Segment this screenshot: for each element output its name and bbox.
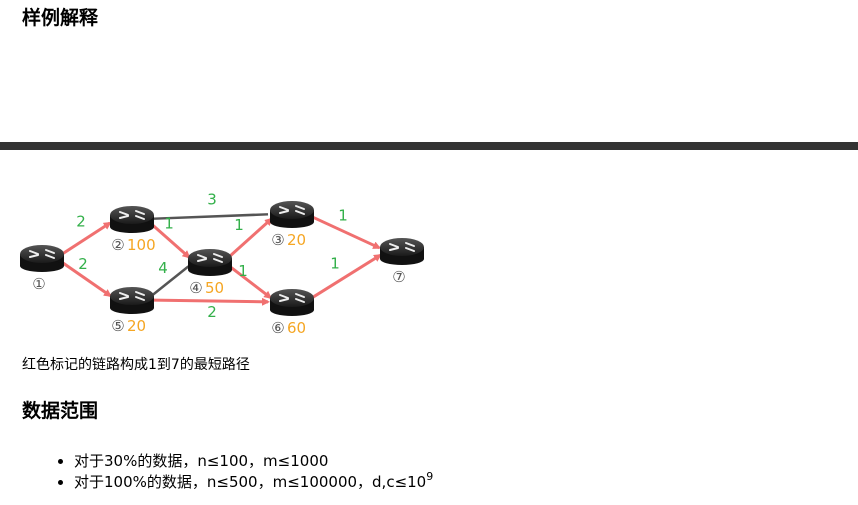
node-id-label: ②	[111, 236, 124, 254]
edge-cost-label: 2	[76, 213, 86, 231]
data-range-text: 对于30%的数据，n≤100，m≤1000	[74, 452, 329, 470]
edge-4-3	[227, 217, 273, 259]
router-icon	[110, 287, 154, 314]
edge-4-6	[228, 265, 273, 299]
node-id-label: ⑥	[271, 319, 284, 337]
data-range-list: 对于30%的数据，n≤100，m≤1000 对于100%的数据，n≤500，m≤…	[52, 451, 433, 493]
edge-1-5	[61, 260, 112, 298]
node-id-label: ④	[189, 279, 202, 297]
edge-2-4	[150, 222, 191, 259]
node-weight-label: 20	[127, 317, 146, 335]
node-id-label: ⑤	[111, 317, 124, 335]
edge-cost-label: 2	[207, 303, 217, 321]
edge-6-7	[311, 253, 382, 300]
section-divider	[0, 142, 858, 150]
node-id-label: ③	[271, 231, 284, 249]
node-weight-label: 50	[205, 279, 224, 297]
router-icon	[110, 206, 154, 233]
router-icon	[380, 238, 424, 265]
data-range-item: 对于30%的数据，n≤100，m≤1000	[74, 451, 433, 472]
edge-cost-label: 1	[238, 262, 248, 280]
edge-cost-label: 4	[158, 259, 168, 277]
edge-cost-label: 2	[78, 255, 88, 273]
router-icon	[20, 245, 64, 272]
edge-cost-label: 1	[338, 207, 348, 225]
data-range-item: 对于100%的数据，n≤500，m≤100000，d,c≤109	[74, 470, 434, 493]
node-weight-label: 100	[127, 236, 156, 254]
router-icon	[270, 201, 314, 228]
node-weight-label: 20	[287, 231, 306, 249]
node-id-label: ⑦	[392, 268, 405, 286]
edge-cost-label: 1	[164, 215, 174, 233]
router-icon	[270, 289, 314, 316]
router-icon	[188, 249, 232, 276]
edge-3-7	[312, 215, 382, 250]
edge-cost-label: 3	[207, 192, 217, 209]
edge-1-2	[61, 221, 112, 256]
figure-caption: 红色标记的链路构成1到7的最短路径	[22, 357, 250, 373]
sample-explanation-heading: 样例解释	[22, 7, 99, 29]
edge-2-3	[153, 213, 269, 220]
node-weight-label: 60	[287, 319, 306, 337]
superscript: 9	[426, 470, 434, 483]
data-range-text: 对于100%的数据，n≤500，m≤100000，d,c≤10	[74, 473, 427, 491]
data-range-heading: 数据范围	[22, 400, 99, 422]
edge-5-6	[153, 297, 271, 306]
node-id-label: ①	[32, 275, 45, 293]
edge-cost-label: 1	[234, 216, 244, 234]
edge-cost-label: 1	[330, 255, 340, 273]
edge-5-4	[150, 265, 190, 297]
